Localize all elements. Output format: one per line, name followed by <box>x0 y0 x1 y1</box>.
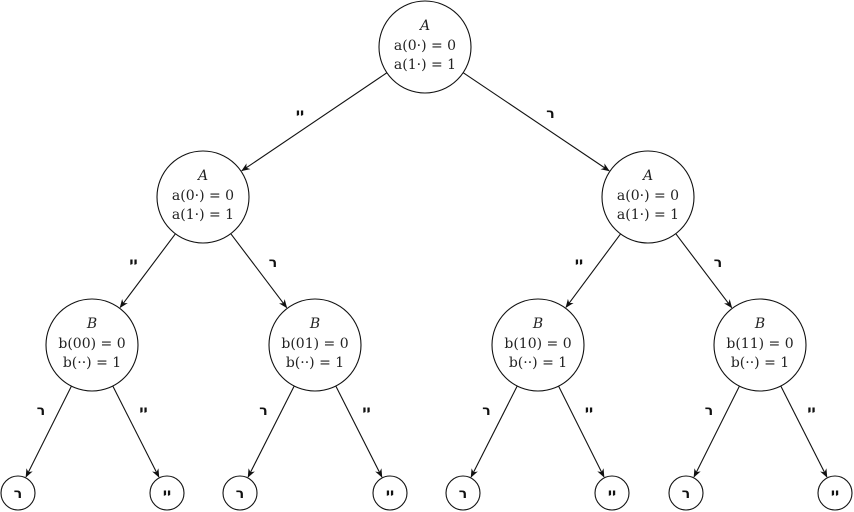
node-circle <box>491 298 585 392</box>
level2-node: Aa(0·) = 0 a(1·) = 1 <box>156 150 250 244</box>
edge-l3-7 <box>780 385 828 478</box>
edge-l3-4 <box>470 385 518 478</box>
edge-label: ר <box>546 106 554 122</box>
edge-l2-2 <box>565 233 622 308</box>
node-strategy-line: b(00) = 0 <box>58 336 125 352</box>
level2-node: Aa(0·) = 0 a(1·) = 1 <box>601 150 695 244</box>
leaf-label: ר <box>14 486 22 502</box>
leaf-label: יי <box>163 486 171 502</box>
edge-label: ר <box>482 403 490 419</box>
node-strategy-line: a(1·) = 1 <box>394 57 456 73</box>
leaf-node: ר <box>445 475 481 511</box>
leaf-circle <box>372 475 408 511</box>
leaf-circle <box>149 475 185 511</box>
node-strategy-line: a(0·) = 0 <box>172 188 234 204</box>
node-strategy-line: b(11) = 0 <box>726 336 793 352</box>
leaf-node: יי <box>149 475 185 511</box>
edge-label: ר <box>269 255 277 271</box>
node-player: B <box>309 316 320 332</box>
level3-node: Bb(01) = 0 b(··) = 1 <box>268 298 362 392</box>
level3-node: Bb(00) = 0 b(··) = 1 <box>45 298 139 392</box>
node-circle <box>378 0 472 94</box>
node-strategy-line: b(··) = 1 <box>286 355 344 371</box>
node-player: A <box>641 168 653 184</box>
edge-label: יי <box>362 403 370 419</box>
node-strategy-line: b(··) = 1 <box>63 355 121 371</box>
leaf-node: יי <box>594 475 630 511</box>
leaf-circle <box>445 475 481 511</box>
leaf-circle <box>594 475 630 511</box>
leaf-circle <box>0 475 36 511</box>
root-node: Aa(0·) = 0 a(1·) = 1 <box>378 0 472 94</box>
edge-label: יי <box>139 403 147 419</box>
node-strategy-line: b(··) = 1 <box>731 355 789 371</box>
leaf-label: יי <box>608 486 616 502</box>
leaf-circle <box>817 475 853 511</box>
node-strategy-line: b(··) = 1 <box>509 355 567 371</box>
edge-label: יי <box>575 255 583 271</box>
level3-node: Bb(10) = 0 b(··) = 1 <box>491 298 585 392</box>
node-strategy-line: a(1·) = 1 <box>172 207 234 223</box>
leaf-label: יי <box>386 486 394 502</box>
leaf-label: ר <box>682 486 690 502</box>
node-strategy-line: b(01) = 0 <box>281 336 348 352</box>
edge-l3-6 <box>693 385 740 478</box>
node-strategy-line: b(10) = 0 <box>504 336 571 352</box>
edge-root-0 <box>241 72 388 172</box>
leaf-node: יי <box>817 475 853 511</box>
node-circle <box>268 298 362 392</box>
leaf-circle <box>668 475 704 511</box>
leaf-label: ר <box>236 486 244 502</box>
node-circle <box>45 298 139 392</box>
edge-l3-3 <box>335 385 383 478</box>
edge-label: יי <box>585 403 593 419</box>
node-strategy-line: a(1·) = 1 <box>617 207 679 223</box>
leaf-node: ר <box>668 475 704 511</box>
edge-l3-0 <box>25 385 72 478</box>
node-player: A <box>418 18 430 34</box>
node-player: B <box>532 316 543 332</box>
edge-l3-1 <box>112 385 160 478</box>
edge-label: ר <box>714 255 722 271</box>
node-circle <box>713 298 807 392</box>
edge-label: יי <box>296 106 304 122</box>
edge-label: יי <box>129 255 137 271</box>
leaf-circle <box>222 475 258 511</box>
edge-root-1 <box>462 72 610 172</box>
node-player: B <box>86 316 97 332</box>
level3-node: Bb(11) = 0 b(··) = 1 <box>713 298 807 392</box>
edge-l3-5 <box>558 385 605 478</box>
edge-l2-1 <box>230 233 288 309</box>
leaf-label: ר <box>459 486 467 502</box>
edge-label: ר <box>37 403 45 419</box>
leaf-node: ר <box>0 475 36 511</box>
edge-label: ר <box>259 403 267 419</box>
node-circle <box>156 150 250 244</box>
leaf-node: יי <box>372 475 408 511</box>
edge-l2-0 <box>119 233 176 309</box>
leaf-node: ר <box>222 475 258 511</box>
edge-l3-2 <box>247 385 295 478</box>
node-player: B <box>754 316 765 332</box>
node-player: A <box>196 168 208 184</box>
edge-l2-3 <box>675 233 733 309</box>
node-strategy-line: a(0·) = 0 <box>394 38 456 54</box>
node-circle <box>601 150 695 244</box>
node-strategy-line: a(0·) = 0 <box>617 188 679 204</box>
edge-label: יי <box>807 403 815 419</box>
edge-label: ר <box>705 403 713 419</box>
leaf-label: יי <box>831 486 839 502</box>
